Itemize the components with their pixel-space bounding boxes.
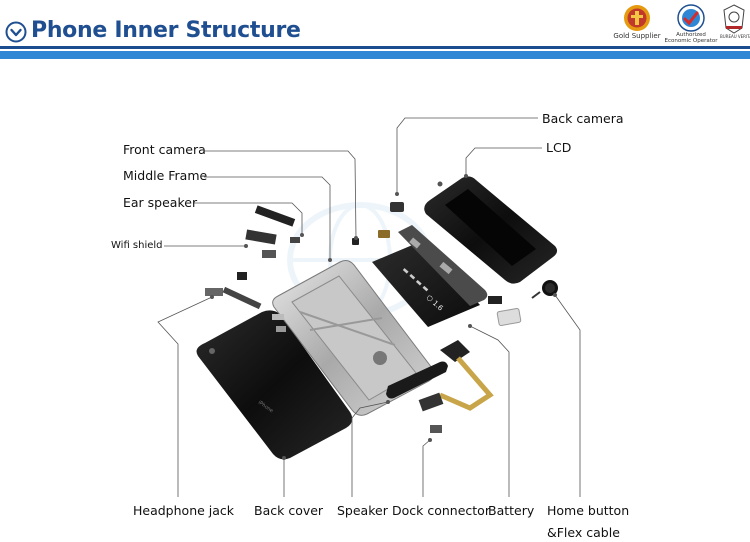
page-title: Phone Inner Structure <box>31 18 301 43</box>
lcd-part <box>424 176 558 284</box>
label-battery: Battery <box>488 503 535 518</box>
sim-tray-part <box>496 308 522 326</box>
leader-battery <box>469 325 510 497</box>
label-wifi-shield: Wifi shield <box>111 240 163 251</box>
label-headphone-jack: Headphone jack <box>133 503 235 518</box>
label-ear-speaker: Ear speaker <box>123 195 198 210</box>
small-parts <box>205 202 502 332</box>
leader-lcd <box>465 147 542 176</box>
home-button-part <box>531 280 558 299</box>
gold-supplier-label: Gold Supplier <box>613 32 661 40</box>
page-header: Phone Inner Structure Gold Supplier Auth… <box>0 0 750 64</box>
aeo-badge: Authorized Economic Operator <box>664 4 718 44</box>
leader-lines <box>157 117 581 497</box>
leader-ear-speaker <box>193 202 303 235</box>
gold-supplier-icon <box>624 5 650 31</box>
leader-speaker <box>351 401 389 497</box>
aeo-seal-icon <box>677 4 705 32</box>
leader-dock-connector <box>422 439 431 497</box>
label-front-camera: Front camera <box>123 142 206 157</box>
label-home-button: Home button <box>547 503 630 518</box>
gold-supplier-badge: Gold Supplier <box>610 4 664 40</box>
speaker-part <box>386 361 448 399</box>
aeo-label-2: Economic Operator <box>664 38 718 44</box>
battery-part: ▬ ▬ ▬ ▬ ⬡ 1.6 <box>372 241 480 327</box>
label-middle-frame: Middle Frame <box>123 168 208 183</box>
label-flex-cable: &Flex cable <box>547 525 620 540</box>
leader-middle-frame <box>204 176 331 260</box>
middle-frame-part <box>272 260 435 416</box>
header-rule-dark <box>0 46 750 49</box>
label-back-cover: Back cover <box>254 503 324 518</box>
leader-front-camera <box>204 150 357 239</box>
leader-home-button <box>554 294 581 497</box>
label-speaker: Speaker <box>337 503 388 518</box>
bureau-veritas-seal-icon <box>723 4 745 34</box>
header-rule-light <box>0 51 750 59</box>
logic-board-part <box>398 225 488 306</box>
bureau-veritas-badge: BUREAU VERITAS <box>720 4 750 40</box>
chevron-down-circle-icon <box>5 21 27 43</box>
label-dock-connector: Dock connector <box>392 503 490 518</box>
aeo-label-1: Authorized <box>676 32 706 38</box>
back-cover-part: iPhone <box>196 310 353 460</box>
label-back-camera: Back camera <box>542 111 624 126</box>
bureau-veritas-label: BUREAU VERITAS <box>720 34 750 39</box>
label-lcd: LCD <box>546 140 572 155</box>
leader-back-camera <box>396 117 538 194</box>
dock-connector-part <box>418 340 494 433</box>
leader-headphone-jack <box>157 296 213 497</box>
